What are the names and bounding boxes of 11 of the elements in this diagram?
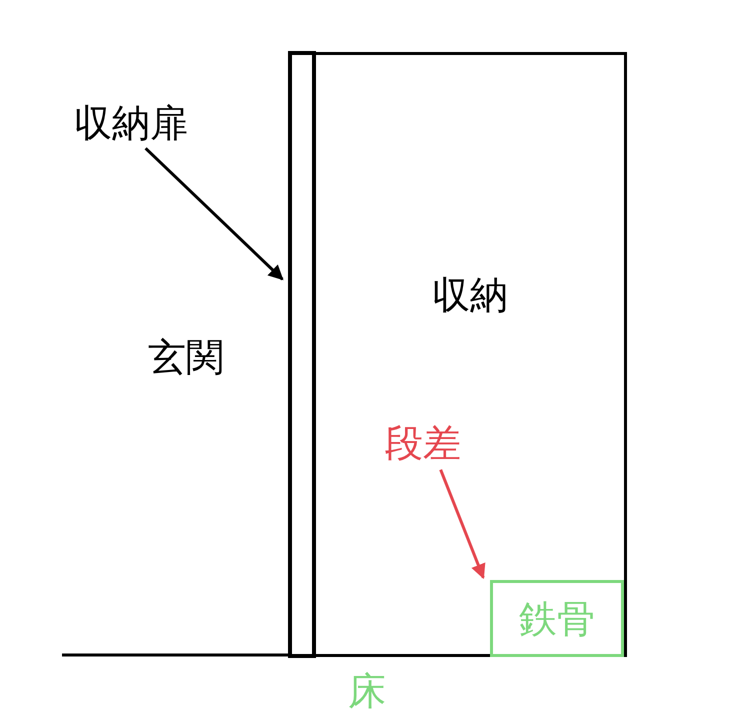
node-label: 鉄骨	[519, 600, 595, 638]
arrow	[439, 469, 486, 580]
step-label: 段差	[374, 420, 472, 466]
floor-label: 床	[348, 672, 386, 710]
steel-frame-box	[490, 580, 624, 657]
arrow	[144, 147, 284, 280]
storage-box	[313, 52, 627, 657]
door-label: 収納扉	[58, 100, 204, 146]
entrance-label: 玄関	[148, 338, 224, 376]
node-label: 収納	[432, 276, 508, 314]
door-panel	[288, 51, 316, 658]
